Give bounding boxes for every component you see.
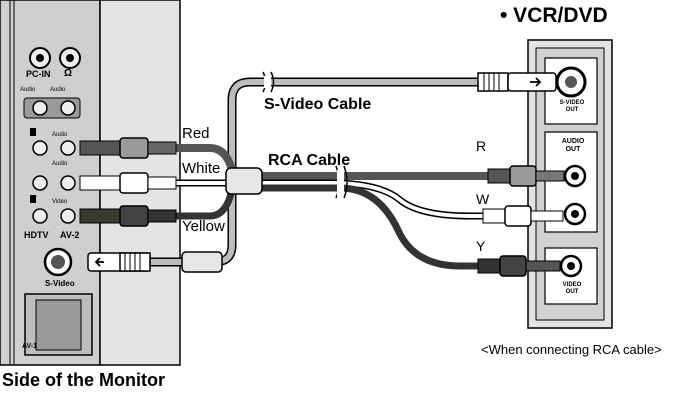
rca-plug-white-monitor (79, 172, 177, 194)
device-jack-r: R (476, 138, 487, 154)
rca-note: <When connecting RCA cable> (481, 342, 662, 357)
monitor-scart-connector (24, 293, 93, 356)
headphone-jack (59, 47, 81, 69)
monitor-svideo-jack (43, 247, 73, 277)
rca-plug-yellow-device (477, 255, 561, 277)
rca-plug-white-device (482, 205, 564, 227)
monitor-caption: Side of the Monitor (2, 370, 165, 390)
device-port-video-out: VIDEO OUT (562, 282, 582, 295)
wire-label-white: White (182, 160, 221, 177)
port-label-av2: AV-2 (60, 230, 80, 240)
svideo-plug-device (477, 72, 557, 92)
device-port-audio-out: AUDIO OUT (561, 138, 585, 153)
rca-plug-yellow-monitor (79, 205, 177, 227)
device-port-svideo-out: S-VIDEO OUT (559, 100, 585, 113)
port-label-video: Video (52, 199, 68, 205)
port-label-hdtv: HDTV (24, 230, 49, 240)
wire-label-yellow: Yellow (182, 218, 225, 235)
rca-cable-label: RCA Cable (268, 152, 351, 169)
rca-cable (175, 144, 510, 270)
port-label-svideo: S-Video (45, 279, 75, 288)
port-label-av1: AV-1 (22, 343, 38, 350)
wire-label-red: Red (182, 125, 210, 142)
rca-plug-red-device (487, 165, 565, 187)
device-jack-w: W (476, 191, 490, 207)
port-label-audio-1: Audio (20, 87, 36, 93)
svideo-plug-monitor (87, 252, 151, 272)
monitor-audio-jacks (23, 97, 81, 224)
port-label-pc-in: PC-IN (26, 69, 51, 79)
svideo-cable-label: S-Video Cable (264, 96, 372, 113)
port-label-audio-2: Audio (50, 87, 66, 93)
device-jack-y: Y (476, 238, 486, 254)
pc-in-jack (29, 47, 51, 69)
port-label-audio-3: Audio (52, 132, 68, 138)
device-title: • VCR/DVD (500, 4, 608, 27)
port-label-headphone: Ω (64, 68, 73, 79)
port-label-audio-4: Audio (52, 161, 68, 167)
rca-plug-red-monitor (79, 137, 177, 159)
